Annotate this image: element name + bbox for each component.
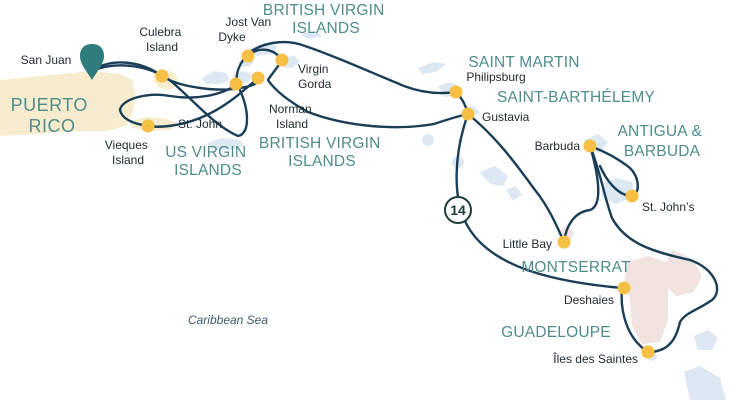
route-line <box>620 286 650 354</box>
route-line <box>562 144 600 244</box>
nevis-land <box>506 186 522 201</box>
port-iles-des-saintes[interactable]: Îles des Saintes <box>552 351 638 366</box>
badge-circle <box>444 196 472 224</box>
port-norman-line1: Norman <box>269 102 312 116</box>
port-philipsburg[interactable]: Philipsburg <box>466 70 525 84</box>
port-norman-line2: Island <box>276 117 308 131</box>
stop-deshaies[interactable] <box>617 281 631 295</box>
region-montserrat: MONTSERRAT <box>521 259 631 276</box>
port-virgin-gorda-line2: Gorda <box>298 77 332 91</box>
st-thomas-land <box>202 71 230 84</box>
route-line <box>118 82 240 112</box>
stop-gustavia[interactable] <box>461 107 475 121</box>
port-vieques-line1: Vieques <box>105 138 148 152</box>
sea-label: Caribbean Sea <box>188 313 268 327</box>
stop-barbuda[interactable] <box>583 139 597 153</box>
start-pin-shape <box>80 44 104 80</box>
region-labels: PUERTO RICO BRITISH VIRGIN ISLANDS BRITI… <box>11 2 707 341</box>
port-gustavia[interactable]: Gustavia <box>482 110 530 124</box>
stop-norman-island[interactable] <box>251 71 265 85</box>
guadeloupe-land <box>624 250 702 344</box>
stop-st-johns[interactable] <box>625 189 639 203</box>
region-bvi-top-line1: BRITISH VIRGIN <box>263 2 385 19</box>
route-line <box>588 144 719 354</box>
port-jost-line2: Dyke <box>218 30 246 44</box>
region-usvi: US VIRGIN ISLANDS <box>165 144 251 179</box>
region-antigua-barbuda: ANTIGUA & BARBUDA <box>618 123 707 160</box>
port-little-bay[interactable]: Little Bay <box>503 237 552 251</box>
stop-little-bay[interactable] <box>557 235 571 249</box>
itinerary-badge: 14 <box>444 196 472 224</box>
stop-st-john[interactable] <box>229 77 243 91</box>
region-puerto-rico-line2: RICO <box>29 116 76 136</box>
route-line <box>588 144 639 198</box>
port-norman-island[interactable]: Norman Island <box>269 102 315 131</box>
region-usvi-line1: US VIRGIN <box>165 144 246 161</box>
route-line <box>90 40 458 138</box>
stop-vieques[interactable] <box>141 119 155 133</box>
port-vieques[interactable]: Vieques Island <box>105 138 152 167</box>
port-st-johns[interactable]: St. John’s <box>642 200 694 214</box>
stop-philipsburg[interactable] <box>449 85 463 99</box>
region-saint-martin: SAINT MARTIN <box>468 54 579 71</box>
port-culebra[interactable]: Culebra Island <box>139 25 184 54</box>
port-jost-line1: Jost Van <box>225 15 271 29</box>
port-culebra-line2: Island <box>146 40 178 54</box>
port-vieques-line2: Island <box>112 153 144 167</box>
land-layer <box>0 31 726 400</box>
map-pin-icon[interactable] <box>80 44 104 80</box>
port-labels: San Juan Culebra Island Jost Van Dyke Vi… <box>21 15 695 366</box>
port-barbuda[interactable]: Barbuda <box>535 139 581 153</box>
anguilla-land <box>418 62 446 74</box>
region-antigua-line2: BARBUDA <box>624 143 701 160</box>
region-bvi-top: BRITISH VIRGIN ISLANDS <box>263 2 389 37</box>
port-san-juan[interactable]: San Juan <box>21 53 72 67</box>
marie-galante-land <box>694 330 718 350</box>
port-culebra-line1: Culebra <box>139 25 181 39</box>
stop-jost-van-dyke[interactable] <box>241 49 255 63</box>
st-croix-land <box>208 138 244 150</box>
port-deshaies[interactable]: Deshaies <box>564 293 614 307</box>
region-bvi-bottom: BRITISH VIRGIN ISLANDS <box>259 135 385 170</box>
region-bvi-bottom-line2: ISLANDS <box>288 153 356 170</box>
puerto-rico-land <box>0 71 136 136</box>
saba-land <box>422 134 434 146</box>
region-saint-barthelemy: SAINT-BARTHÉLEMY <box>497 89 655 106</box>
region-bvi-bottom-line1: BRITISH VIRGIN <box>259 135 381 152</box>
stop-iles-des-saintes[interactable] <box>641 345 655 359</box>
dominica-land <box>684 366 726 400</box>
stops-layer <box>141 49 655 359</box>
region-bvi-top-line2: ISLANDS <box>292 20 360 37</box>
stop-culebra[interactable] <box>155 69 169 83</box>
region-puerto-rico: PUERTO RICO <box>11 95 94 136</box>
region-puerto-rico-line1: PUERTO <box>11 95 88 115</box>
route-line <box>466 112 566 244</box>
port-jost-van-dyke[interactable]: Jost Van Dyke <box>218 15 274 44</box>
port-st-john[interactable]: St. John <box>178 117 222 131</box>
st-kitts-land <box>480 166 508 186</box>
route-line <box>455 112 624 290</box>
anegada-land <box>300 31 322 39</box>
region-guadeloupe: GUADELOUPE <box>501 324 611 341</box>
region-usvi-line2: ISLANDS <box>174 162 242 179</box>
stop-virgin-gorda[interactable] <box>275 53 289 67</box>
port-virgin-gorda[interactable]: Virgin Gorda <box>298 62 332 91</box>
badge-number: 14 <box>450 202 466 218</box>
region-antigua-line1: ANTIGUA & <box>618 123 703 140</box>
port-virgin-gorda-line1: Virgin <box>298 62 328 76</box>
